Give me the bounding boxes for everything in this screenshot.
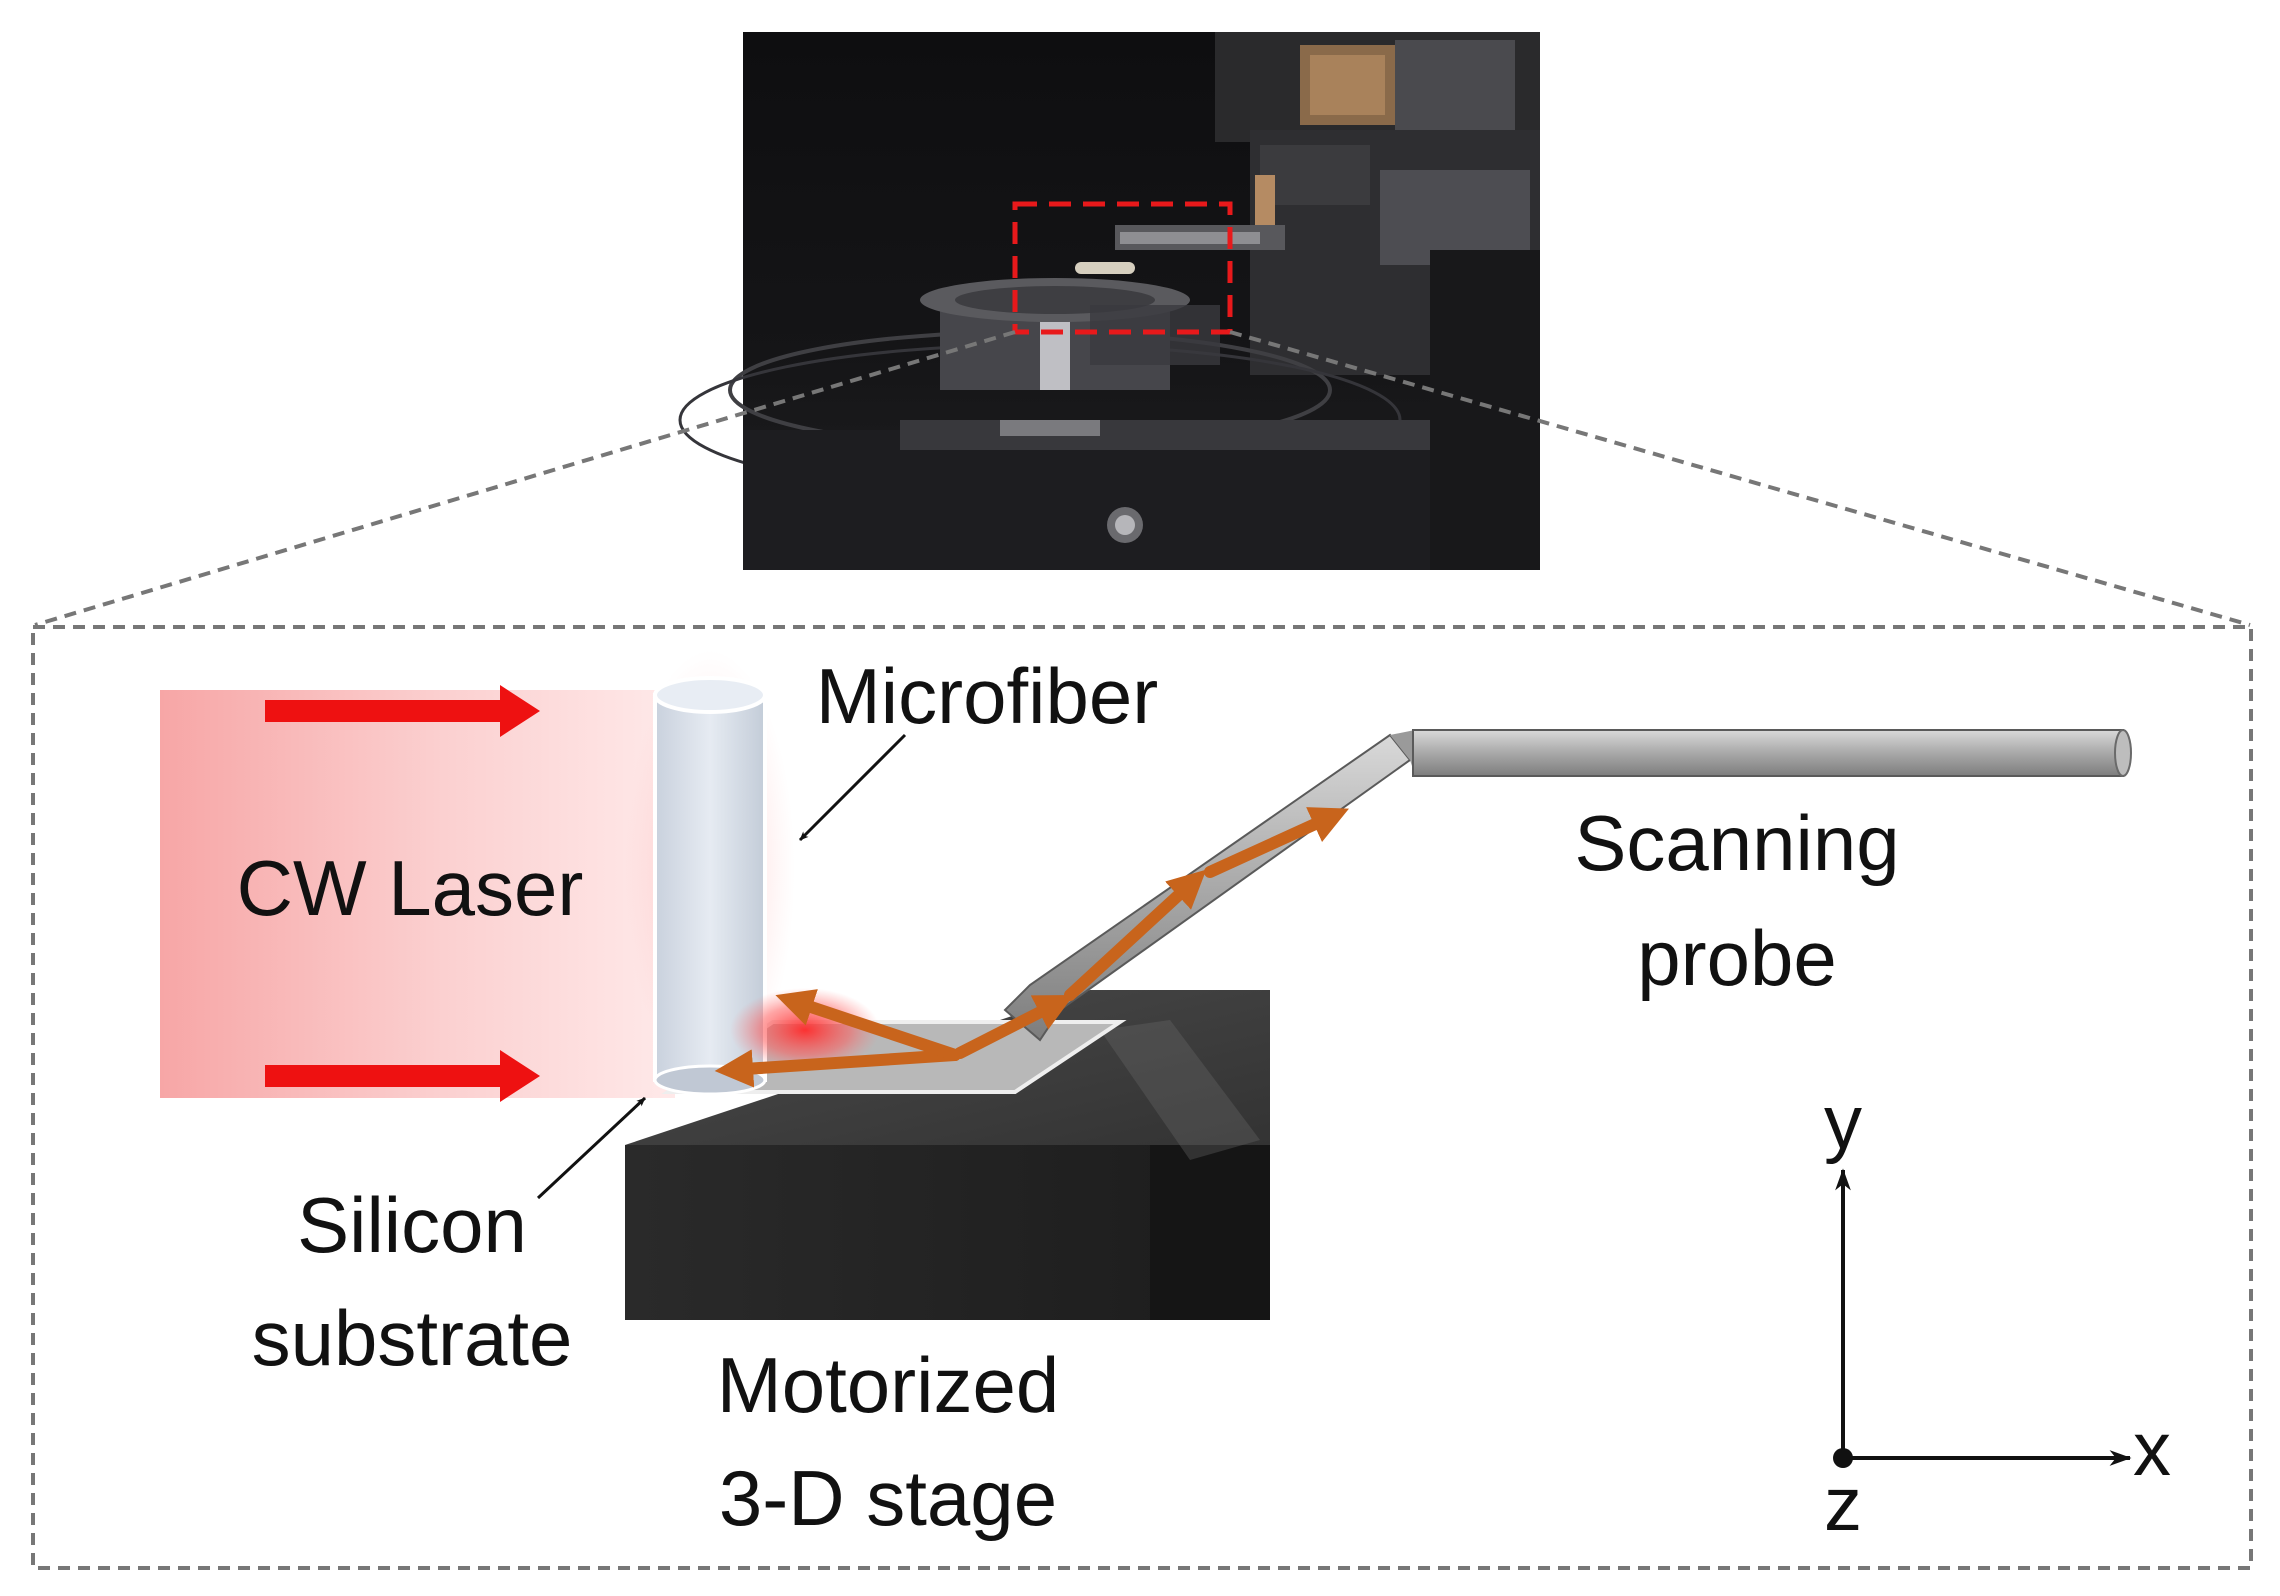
microfiber-pointer-arrow [798, 733, 907, 842]
stage-label-line1: Motorized [717, 1341, 1059, 1429]
laser-arrow-top [265, 685, 540, 737]
laser-arrow-bottom [265, 1050, 540, 1102]
light-spot-glow [730, 988, 880, 1072]
light-path-arrows [714, 807, 1349, 1088]
highlight-box [1012, 201, 1233, 335]
z-axis-dot [1833, 1448, 1853, 1468]
stage-label-line2: 3-D stage [719, 1454, 1057, 1542]
laser-label: CW Laser [237, 844, 584, 932]
y-axis-label: y [1824, 1080, 1862, 1165]
substrate-label-line2: substrate [252, 1294, 573, 1382]
laser-arrows [265, 685, 540, 1102]
zoom-connector-lines [34, 330, 2251, 627]
scanning-probe-label-line2: probe [1637, 914, 1837, 1002]
laser-beam [160, 690, 675, 1098]
x-axis-label: x [2133, 1407, 2171, 1492]
microfiber-label: Microfiber [816, 652, 1158, 740]
z-axis-label: z [1824, 1462, 1862, 1547]
scanning-probe-label-line1: Scanning [1574, 799, 1899, 887]
setup-photograph [678, 32, 1540, 570]
substrate-label-line1: Silicon [297, 1181, 527, 1269]
substrate-pointer-arrow [536, 1096, 647, 1200]
coordinate-axes: y x z [1824, 1080, 2171, 1547]
